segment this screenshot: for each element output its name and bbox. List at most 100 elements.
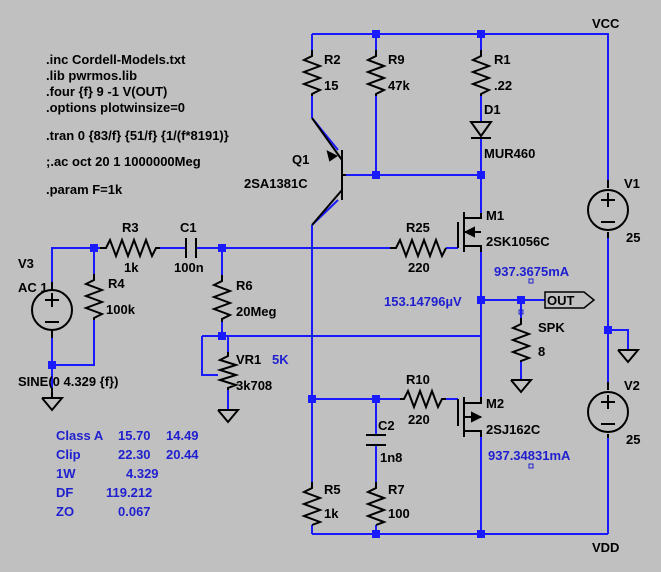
v2-name: V2: [624, 378, 640, 393]
vr1-value: 3k708: [236, 378, 272, 393]
d1-name: D1: [484, 102, 501, 117]
directive-tran: .tran 0 {83/f} {51/f} {1/(f*8191)}: [46, 128, 229, 143]
r25-symbol: [390, 237, 447, 259]
r4-symbol: [83, 274, 105, 320]
v1-symbol: [587, 180, 629, 238]
vr1-symbol: [216, 352, 240, 390]
out-voltage: 153.14796µV: [384, 294, 462, 309]
vr1-extra: 5K: [272, 352, 289, 367]
m1-value: 2SK1056C: [486, 234, 550, 249]
junctions: [48, 30, 612, 538]
result-value-a: 15.70: [118, 428, 151, 443]
results-table: Class A 15.70 14.49 Clip 22.30 20.44 1W …: [56, 428, 199, 519]
v2-symbol: [587, 382, 629, 438]
ground-icon: [617, 349, 641, 364]
d1-value: MUR460: [484, 146, 535, 161]
spk-symbol: [510, 318, 532, 362]
r5-symbol: [301, 482, 323, 526]
r3-symbol: [100, 237, 160, 259]
v3-sine: SINE(0 4.329 {f}): [18, 374, 118, 389]
result-value-a: 119.212: [106, 485, 152, 500]
r5-name: R5: [324, 482, 341, 497]
r2-symbol: [301, 50, 323, 96]
r10-name: R10: [406, 372, 430, 387]
r7-symbol: [365, 482, 387, 526]
r9-name: R9: [388, 52, 405, 67]
spk-value: 8: [538, 344, 545, 359]
r7-name: R7: [388, 482, 405, 497]
q1-symbol: [311, 117, 346, 226]
resistor-symbols: [83, 50, 532, 526]
r3-value: 1k: [124, 260, 139, 275]
r1-value: .22: [494, 78, 512, 93]
m1-symbol: [457, 212, 482, 252]
r1-symbol: [470, 50, 492, 96]
vcc-label: VCC: [592, 16, 620, 31]
r6-name: R6: [236, 278, 253, 293]
r2-value: 15: [324, 78, 338, 93]
ground-icon: [217, 409, 241, 424]
vdd-label: VDD: [592, 540, 619, 555]
ground-icon: [510, 379, 534, 394]
result-label: 1W: [56, 466, 76, 481]
m2-current: 937.34831mA: [488, 448, 571, 463]
result-value-b: 14.49: [166, 428, 199, 443]
result-label: Class A: [56, 428, 104, 443]
result-value-a: 22.30: [118, 447, 151, 462]
r7-value: 100: [388, 506, 410, 521]
spk-name: SPK: [538, 320, 565, 335]
out-label: OUT: [547, 293, 575, 308]
r9-value: 47k: [388, 78, 410, 93]
c1-symbol: [185, 238, 197, 258]
vr1-name: VR1: [236, 352, 261, 367]
m1-name: M1: [486, 208, 504, 223]
rail-labels: VCC VDD: [592, 16, 620, 555]
r25-value: 220: [408, 260, 430, 275]
r4-name: R4: [108, 276, 125, 291]
r25-name: R25: [406, 220, 430, 235]
r1-name: R1: [494, 52, 511, 67]
voltage-sources: [31, 180, 629, 438]
m2-symbol: [457, 397, 483, 437]
ground-symbols: [41, 349, 641, 424]
q1-name: Q1: [292, 152, 309, 167]
result-label: ZO: [56, 504, 74, 519]
c2-name: C2: [378, 418, 395, 433]
q1-value: 2SA1381C: [244, 176, 308, 191]
operating-point-annotations: 937.3675mA 153.14796µV 937.34831mA: [384, 264, 571, 463]
directive-param: .param F=1k: [46, 182, 123, 197]
result-value-a: 4.329: [126, 466, 159, 481]
result-value-a: 0.067: [118, 504, 151, 519]
v3-value: AC 1: [18, 280, 48, 295]
d1-symbol: [469, 121, 493, 139]
directive-four: .four {f} 9 -1 V(OUT): [46, 84, 167, 99]
r4-value: 100k: [106, 302, 136, 317]
v2-value: 25: [626, 432, 640, 447]
m2-value: 2SJ162C: [486, 422, 541, 437]
v1-name: V1: [624, 176, 640, 191]
ground-icon: [41, 388, 65, 412]
result-value-b: 20.44: [166, 447, 199, 462]
r10-symbol: [400, 388, 446, 410]
v3-symbol: [31, 282, 73, 338]
c1-value: 100n: [174, 260, 204, 275]
r9-symbol: [365, 50, 387, 96]
r6-value: 20Meg: [236, 304, 277, 319]
m1-current: 937.3675mA: [494, 264, 570, 279]
component-labels: R2 15 R9 47k R1 .22 D1 MUR460 Q1 2SA1381…: [18, 52, 640, 521]
spice-directives: .inc Cordell-Models.txt .lib pwrmos.lib …: [46, 52, 229, 197]
capacitor-symbols: [185, 238, 386, 446]
c1-name: C1: [180, 220, 197, 235]
directive-ac: ;.ac oct 20 1 1000000Meg: [46, 154, 201, 169]
out-net-flag: OUT: [544, 291, 596, 309]
directive-options: .options plotwinsize=0: [46, 100, 185, 115]
wires: [51, 33, 629, 535]
r2-name: R2: [324, 52, 341, 67]
v1-value: 25: [626, 230, 640, 245]
directive-inc: .inc Cordell-Models.txt: [46, 52, 186, 67]
probe-markers: [518, 278, 534, 469]
m2-name: M2: [486, 396, 504, 411]
r5-value: 1k: [324, 506, 339, 521]
c2-symbol: [366, 434, 386, 446]
